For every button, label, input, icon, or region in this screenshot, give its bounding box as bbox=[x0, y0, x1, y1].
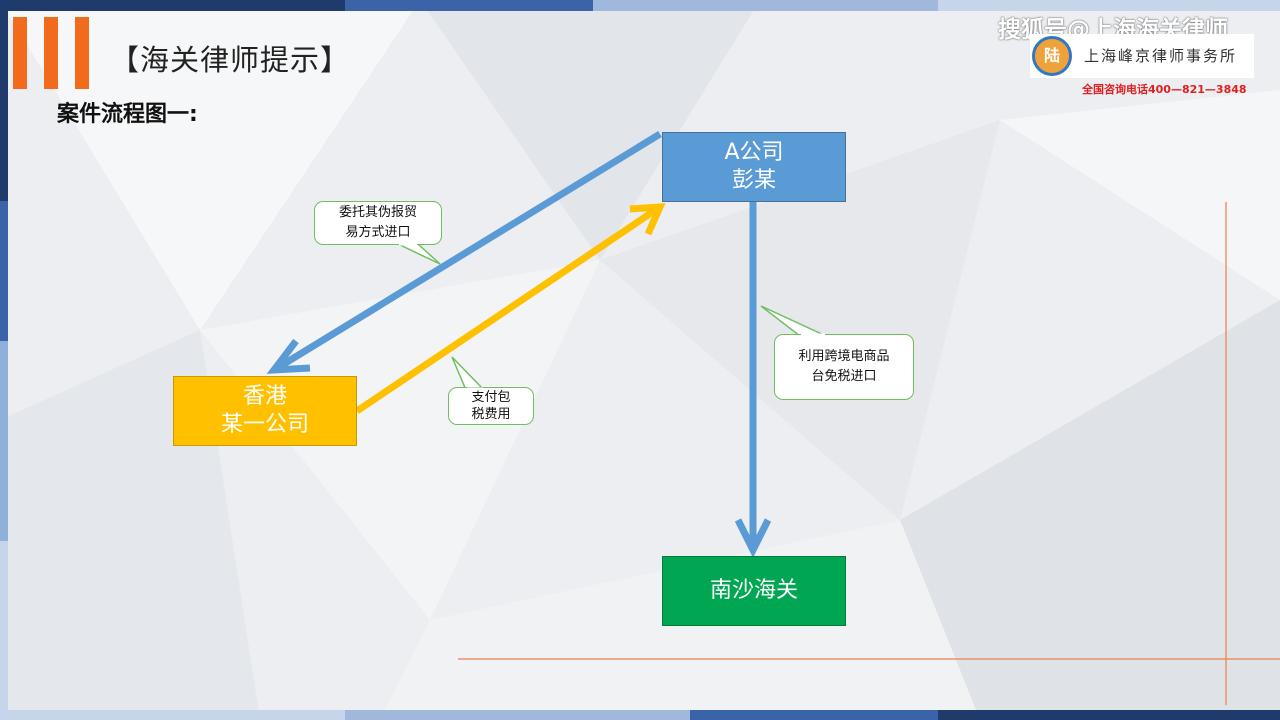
left-decorative-strip bbox=[0, 11, 8, 710]
node-a-company: A公司 彭某 bbox=[662, 132, 846, 202]
callout-crossborder-line2: 台免税进口 bbox=[811, 369, 877, 384]
consult-phone: 全国咨询电话400—821—3848 bbox=[1082, 83, 1247, 96]
callout-entrust: 委托其伪报贸 易方式进口 bbox=[314, 201, 442, 245]
accent-bar-2 bbox=[44, 17, 58, 89]
arrow-payment bbox=[355, 203, 666, 414]
callout-entrust-line1: 委托其伪报贸 bbox=[338, 205, 417, 220]
callout-entrust-line2: 易方式进口 bbox=[345, 225, 411, 240]
callout-crossborder: 利用跨境电商品 台免税进口 bbox=[774, 334, 914, 400]
accent-bar-3 bbox=[75, 17, 89, 89]
node-customs: 南沙海关 bbox=[662, 556, 846, 626]
accent-bar-1 bbox=[13, 17, 27, 89]
logo-text: 上海峰京律师事务所 bbox=[1084, 47, 1238, 65]
callout-crossborder-line1: 利用跨境电商品 bbox=[798, 349, 890, 364]
top-decorative-strip bbox=[0, 0, 1280, 11]
page-title: 【海关律师提示】 bbox=[110, 43, 351, 77]
arrow-import bbox=[734, 202, 772, 558]
callout-pay: 支付包 税费用 bbox=[448, 387, 534, 425]
node-hk-company-line1: 香港 bbox=[242, 384, 287, 409]
diagram-subtitle: 案件流程图一: bbox=[57, 102, 198, 127]
node-a-company-line1: A公司 bbox=[724, 140, 784, 165]
logo-mark-icon: 陆 bbox=[1032, 36, 1072, 76]
bottom-decorative-strip bbox=[0, 710, 1280, 720]
node-customs-label: 南沙海关 bbox=[709, 578, 798, 603]
node-a-company-line2: 彭某 bbox=[731, 168, 776, 193]
callout-pay-line1: 支付包 bbox=[471, 390, 511, 405]
law-firm-logo: 陆 上海峰京律师事务所 bbox=[1030, 34, 1254, 78]
callout-pay-line2: 税费用 bbox=[471, 407, 511, 422]
arrow-entrust bbox=[266, 131, 662, 374]
node-hk-company-line2: 某一公司 bbox=[220, 412, 309, 437]
node-hk-company: 香港 某一公司 bbox=[173, 376, 357, 446]
